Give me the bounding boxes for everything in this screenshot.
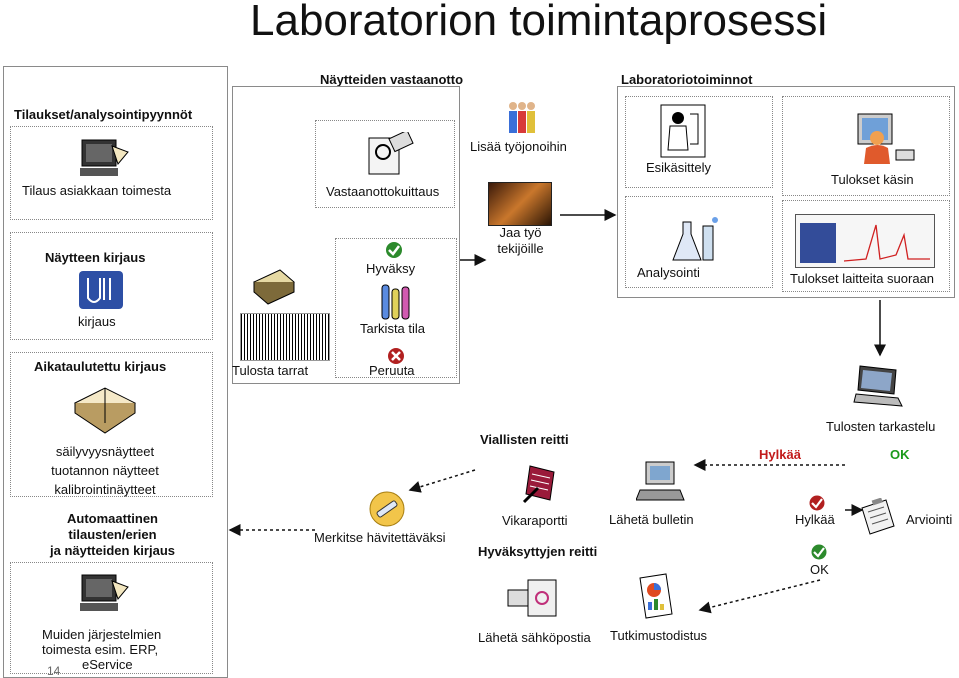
check-approve-icon bbox=[386, 242, 402, 258]
pretreatment-label: Esikäsittely bbox=[646, 160, 712, 175]
orders-title: Tilaukset/analysointipyynnöt bbox=[14, 107, 193, 122]
deviation-report-icon bbox=[522, 465, 555, 504]
instrument-chart-icon bbox=[795, 214, 935, 268]
instrument-results-box bbox=[782, 200, 950, 292]
chromatogram-icon bbox=[800, 223, 930, 263]
approve-box bbox=[335, 238, 457, 378]
add-queue-label: Lisää työjonoihin bbox=[470, 139, 567, 154]
entry-label: kirjaus bbox=[78, 314, 116, 329]
distribute-line: Jaa työ bbox=[499, 225, 542, 240]
manual-results-label: Tulokset käsin bbox=[831, 172, 914, 187]
mark-expired-label[interactable]: Merkitse hävitettäväksi bbox=[314, 530, 446, 545]
ok-label[interactable]: OK bbox=[810, 562, 829, 577]
test-tubes-icon bbox=[381, 284, 410, 320]
reception-box bbox=[232, 86, 460, 384]
sample-type-item: tuotannon näytteet bbox=[51, 463, 159, 478]
scientist-icon bbox=[660, 104, 706, 158]
lab-entry-icon bbox=[79, 271, 123, 309]
instrument-results-label: Tulokset laitteita suoraan bbox=[790, 271, 935, 286]
send-bulletin-label[interactable]: Lähetä bulletin bbox=[609, 512, 694, 527]
check-ok-icon bbox=[811, 544, 827, 560]
check-status-label[interactable]: Tarkista tila bbox=[360, 321, 426, 336]
analysis-label: Analysointi bbox=[637, 265, 700, 280]
sample-entry-box bbox=[10, 232, 213, 340]
check-reject-icon bbox=[809, 495, 825, 511]
print-labels-label[interactable]: Tulosta tarrat bbox=[232, 363, 309, 378]
pretreatment-box bbox=[625, 96, 773, 188]
analysis-box bbox=[625, 196, 773, 288]
review-title: Tulosten tarkastelu bbox=[826, 419, 936, 434]
laptop-icon bbox=[853, 365, 903, 407]
other-systems-box bbox=[10, 562, 213, 674]
page-number: 14 bbox=[47, 664, 61, 678]
reject-label[interactable]: Hylkää bbox=[795, 512, 835, 527]
sample-type-item: säilyvyysnäytteet bbox=[55, 444, 155, 459]
book-icon bbox=[74, 387, 136, 434]
scheduled-label: Aikataulutettu kirjaus bbox=[34, 359, 167, 374]
automatic-line: Automaattinen bbox=[67, 511, 158, 526]
sample-types-list: säilyvyysnäytteet tuotannon näytteet kal… bbox=[40, 442, 170, 499]
approve-label[interactable]: Hyväksy bbox=[366, 261, 416, 276]
computer-order-icon bbox=[80, 139, 129, 176]
receipt-box bbox=[315, 120, 455, 208]
report-document-icon bbox=[639, 573, 673, 619]
customer-order-label: Tilaus asiakkaan toimesta bbox=[22, 183, 172, 198]
lab-glassware-icon bbox=[672, 217, 718, 261]
other-systems-line: toimesta esim. ERP, bbox=[42, 642, 159, 657]
cancel-label[interactable]: Peruuta bbox=[369, 363, 415, 378]
sample-type-item: kalibrointinäytteet bbox=[54, 482, 156, 497]
barcode-labels-icon bbox=[240, 313, 330, 361]
research-record-label[interactable]: Tutkimustodistus bbox=[610, 628, 708, 643]
manual-results-box bbox=[782, 96, 950, 196]
approved-path-label: Hyväksyttyjen reitti bbox=[478, 544, 598, 559]
evaluation-label: Arviointi bbox=[906, 512, 953, 527]
printer-icon bbox=[253, 269, 295, 305]
lab-photo-icon bbox=[488, 182, 552, 226]
bulletin-computer-icon bbox=[636, 461, 685, 501]
review-reject-red[interactable]: Hylkää bbox=[759, 447, 801, 462]
section-lab-title: Laboratoriotoiminnot bbox=[621, 72, 753, 87]
computer-manual-icon bbox=[857, 113, 915, 164]
computer-system-icon bbox=[80, 574, 129, 611]
receipt-mail-icon bbox=[368, 132, 414, 175]
faulty-path-label: Viallisten reitti bbox=[480, 432, 569, 447]
distribute-label: Jaa työ tekijöille bbox=[478, 225, 563, 257]
email-icon bbox=[507, 579, 557, 617]
page-title: Laboratorion toimintaprosessi bbox=[250, 0, 828, 45]
review-ok-green[interactable]: OK bbox=[890, 447, 910, 462]
receipt-label: Vastaanottokuittaus bbox=[326, 184, 440, 199]
distribute-line: tekijöille bbox=[497, 241, 544, 256]
sample-entry-label: Näytteen kirjaus bbox=[45, 250, 146, 265]
deviation-report-label[interactable]: Vikaraportti bbox=[502, 513, 568, 528]
automatic-line: tilausten/erien bbox=[68, 527, 157, 542]
scheduled-box bbox=[10, 352, 213, 497]
lab-box bbox=[617, 86, 955, 298]
other-systems-line: Muiden järjestelmien bbox=[42, 627, 162, 642]
orders-box bbox=[10, 126, 213, 220]
syringe-icon bbox=[369, 491, 405, 527]
cancel-x-icon bbox=[388, 348, 404, 364]
send-email-label[interactable]: Lähetä sähköpostia bbox=[478, 630, 591, 645]
automatic-line: ja näytteiden kirjaus bbox=[50, 543, 175, 558]
clipboard-icon bbox=[861, 498, 895, 535]
section-reception-title: Näytteiden vastaanotto bbox=[320, 72, 464, 87]
other-systems-line: eService bbox=[82, 657, 133, 672]
automatic-entry-label: Automaattinen tilausten/erien ja näyttei… bbox=[30, 511, 195, 559]
people-queue-icon bbox=[509, 102, 535, 133]
other-systems-label: Muiden järjestelmien toimesta esim. ERP,… bbox=[42, 627, 161, 672]
